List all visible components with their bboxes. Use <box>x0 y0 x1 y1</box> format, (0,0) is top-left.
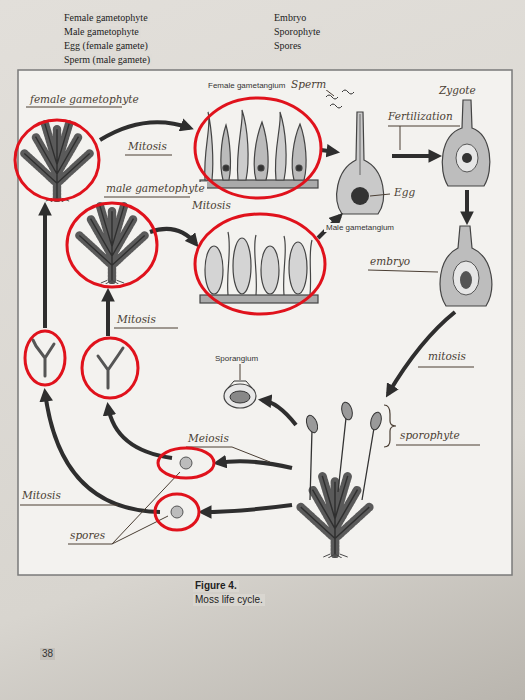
word-bank-term: Spores <box>272 40 303 52</box>
handwritten-label: Meiosis <box>186 432 231 444</box>
printed-label: Sporangium <box>213 354 260 363</box>
handwritten-label: female gametophyte <box>28 93 141 105</box>
handwritten-label: Fertilization <box>386 110 455 122</box>
sporophyte <box>301 401 396 558</box>
printed-label: Male gametangium <box>324 223 396 232</box>
leader-line <box>20 89 480 544</box>
handwritten-label: embryo <box>368 255 412 267</box>
male-gametophyte <box>79 206 144 284</box>
female-gametophyte <box>24 124 89 202</box>
handwritten-label: Sperm <box>289 78 328 90</box>
word-bank-term: Female gametophyte <box>62 12 150 24</box>
embryo-archegonium <box>440 226 492 306</box>
male-gametangium <box>200 232 318 303</box>
cycle-arrow <box>45 122 467 512</box>
figure-frame <box>18 70 512 575</box>
caption: Figure 4. <box>193 580 239 592</box>
protonema <box>33 340 123 388</box>
printed-label: Female gametangium <box>206 81 287 90</box>
spore <box>180 457 192 469</box>
handwritten-label: Mitosis <box>190 199 233 211</box>
spore <box>171 506 183 518</box>
handwritten-label: Zygote <box>437 84 478 96</box>
word-bank-term: Embryo <box>272 12 308 24</box>
handwritten-label: Mitosis <box>115 313 158 325</box>
handwritten-label: male gametophyte <box>104 182 207 194</box>
handwritten-label: Mitosis <box>126 140 169 152</box>
female-gametangium <box>200 110 318 188</box>
word-bank-term: Sperm (male gamete) <box>62 54 152 66</box>
sporangium <box>224 381 256 408</box>
handwritten-label: Mitosis <box>20 489 63 501</box>
handwritten-label: spores <box>68 529 107 541</box>
page-number: 38 <box>40 648 55 660</box>
caption: Moss life cycle. <box>193 594 265 606</box>
word-bank-term: Male gametophyte <box>62 26 141 38</box>
annotation-circle <box>15 98 325 530</box>
handwritten-label: sporophyte <box>398 429 462 441</box>
word-bank-term: Sporophyte <box>272 26 322 38</box>
handwritten-label: mitosis <box>426 350 468 362</box>
handwritten-label: Egg <box>392 186 417 198</box>
word-bank-term: Egg (female gamete) <box>62 40 150 52</box>
